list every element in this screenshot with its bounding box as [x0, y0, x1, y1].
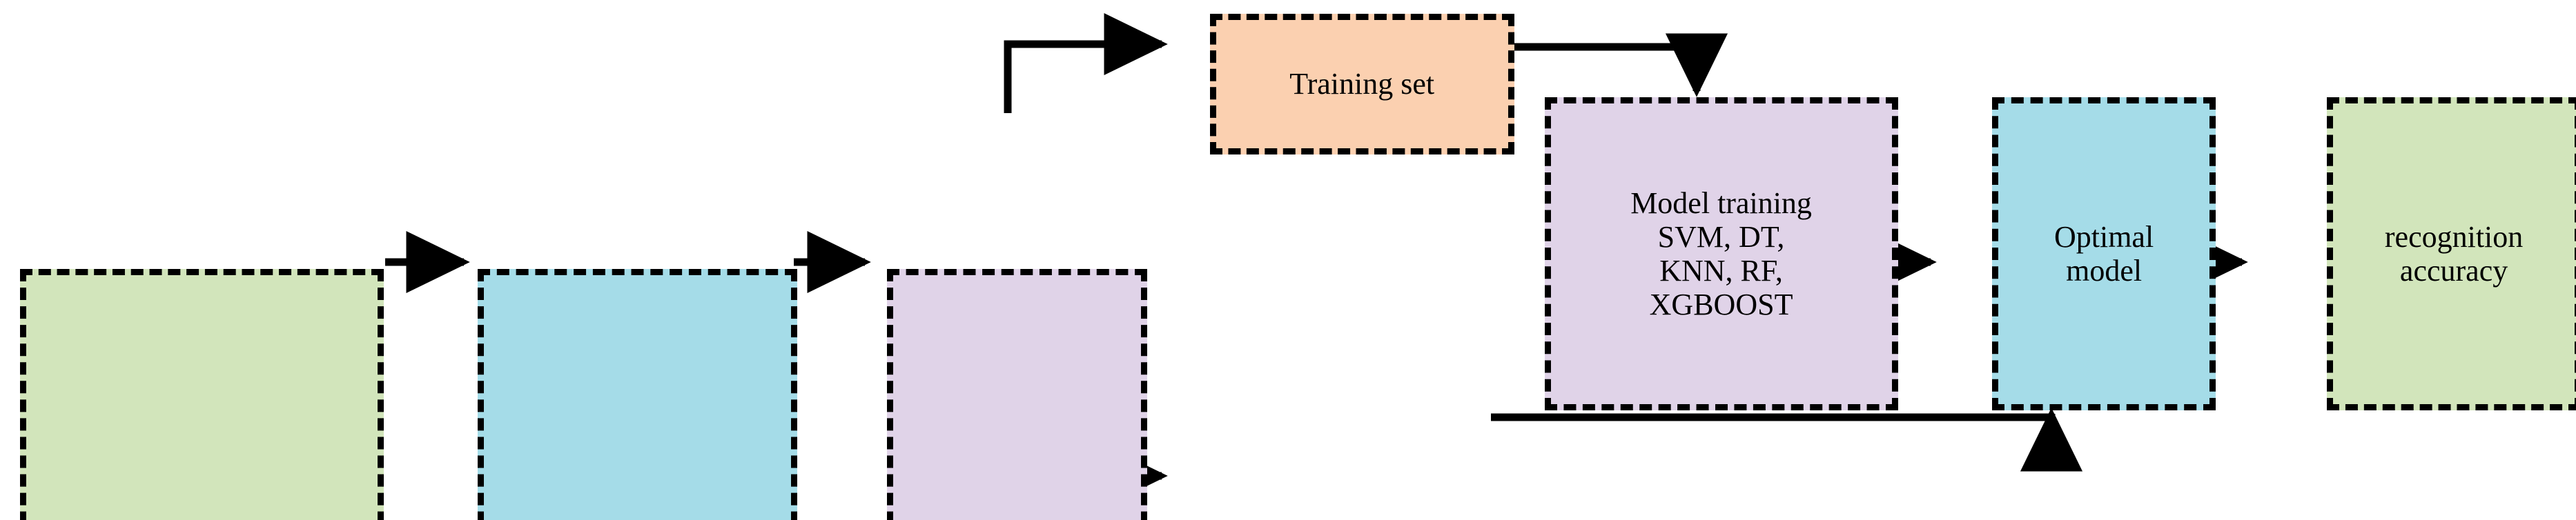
- edge-test-set-to-optimal-model: [1491, 408, 2083, 472]
- node-model-training[interactable]: Model training SVM, DT, KNN, RF, XGBOOST: [1544, 97, 1898, 410]
- node-optimal-model-label: Optimal model: [2053, 219, 2154, 288]
- edge-feature-extraction-to-training-set: [1004, 12, 1168, 113]
- node-data-source[interactable]: Transmission tower acoustic fingerprint …: [20, 269, 384, 520]
- node-training-set-label: Training set: [1289, 67, 1435, 101]
- node-optimal-model[interactable]: Optimal model: [1992, 97, 2216, 410]
- node-recognition-accuracy[interactable]: recognition accuracy: [2327, 97, 2576, 410]
- node-model-training-label: Model training SVM, DT, KNN, RF, XGBOOST: [1630, 186, 1812, 322]
- node-slice[interactable]: 1-second slice data after impact: [478, 269, 798, 520]
- node-feature-extraction[interactable]: Feature extraction: [886, 269, 1148, 520]
- node-recognition-accuracy-label: recognition accuracy: [2384, 219, 2524, 288]
- node-training-set[interactable]: Training set: [1209, 13, 1514, 155]
